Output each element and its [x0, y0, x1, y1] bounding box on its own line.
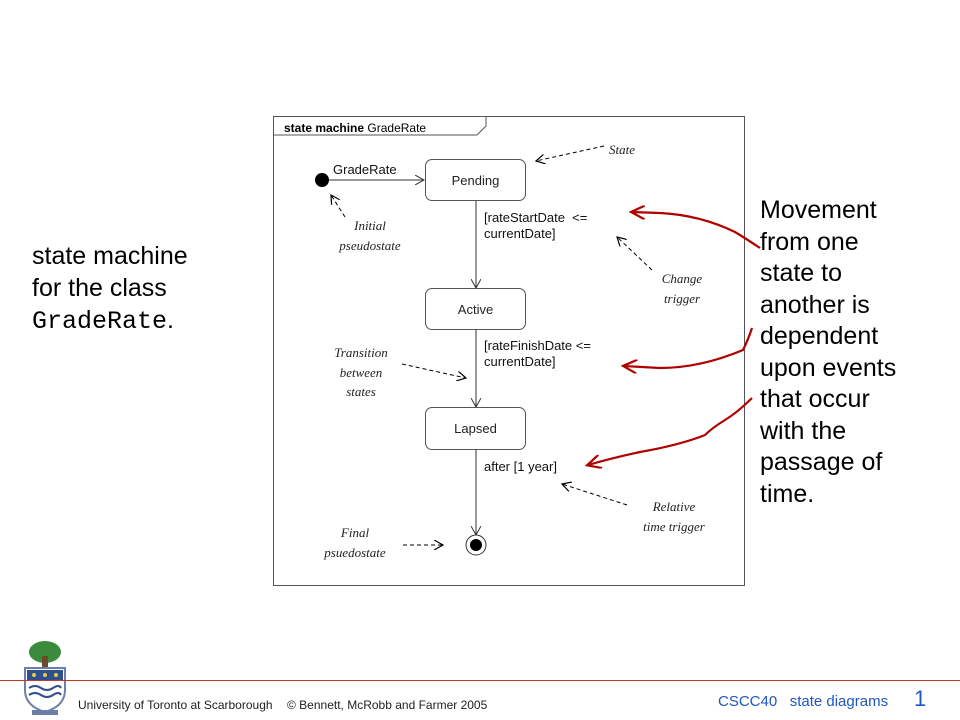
right-caption-line: passage of [760, 448, 883, 476]
right-caption-line: from one [760, 227, 859, 256]
caption-line-3: GradeRate. [32, 304, 188, 338]
footer-rule [0, 680, 960, 681]
note-change-line-2: trigger [663, 290, 701, 306]
left-caption: state machine for the class GradeRate. [32, 240, 188, 338]
state-active: Active [425, 288, 526, 330]
initial-pseudostate [315, 173, 329, 187]
note-state: State [609, 142, 635, 157]
initial-transition-label: GradeRate [333, 162, 397, 177]
right-caption-line: Movement [760, 196, 877, 224]
right-caption-line: upon events [760, 353, 897, 382]
right-caption: Movement from one state to another is de… [760, 195, 896, 510]
university-crest-logo [24, 641, 66, 715]
note-initial-line-1: Initial [354, 218, 386, 233]
red-arrow-1 [632, 212, 761, 249]
right-caption-line: state to [760, 259, 842, 287]
red-arrow-3 [588, 397, 753, 465]
state-pending-label: Pending [451, 172, 500, 188]
note-transition-line-3: states [346, 384, 376, 399]
transition-guard-start: [rateStartDate <= currentDate] [484, 210, 587, 242]
note-initial-line-2: pseudostate [339, 237, 401, 253]
transition-guard-finish: [rateFinishDate <= currentDate] [484, 338, 591, 370]
note-relative-line-2: time trigger [643, 518, 705, 534]
caption-period: . [167, 306, 174, 334]
right-caption-line: time. [760, 479, 815, 508]
note-transition-line-2: between [339, 364, 383, 380]
guard-finish-line-1: [rateFinishDate <= [484, 338, 591, 353]
class-name: GradeRate [32, 307, 168, 336]
frame-tag-border [273, 116, 487, 136]
page-number: 1 [914, 686, 927, 711]
note-final: Final psuedostate [310, 523, 400, 562]
note-relative-trigger: Relative time trigger [626, 497, 722, 536]
red-arrow-2 [624, 327, 754, 368]
state-lapsed: Lapsed [425, 407, 526, 450]
caption-line-2: for the class [32, 274, 167, 302]
note-transition: Transition between states [318, 343, 404, 402]
guard-start-line-2: currentDate] [484, 226, 556, 241]
footer-university: University of Toronto at Scarborough [78, 698, 273, 712]
right-caption-line: another is [760, 290, 870, 319]
state-active-label: Active [457, 301, 494, 317]
note-final-line-1: Final [340, 525, 370, 540]
guard-finish-line-2: currentDate] [484, 354, 556, 369]
frame-tag: state machine GradeRate [284, 121, 426, 135]
footer-course: CSCC40 state diagrams [718, 693, 889, 710]
note-transition-line-1: Transition [334, 345, 388, 360]
footer-copyright: © Bennett, McRobb and Farmer 2005 [287, 698, 488, 712]
transition-time-trigger: after [1 year] [484, 459, 557, 474]
right-caption-line: dependent [760, 322, 879, 350]
note-change-trigger: Change trigger [642, 269, 722, 308]
note-initial: Initial pseudostate [325, 216, 415, 255]
frame-name: GradeRate [367, 121, 427, 135]
guard-start-line-1: [rateStartDate <= [484, 210, 588, 225]
caption-line-1: state machine [32, 242, 188, 270]
state-lapsed-label: Lapsed [454, 421, 497, 436]
note-change-line-1: Change [661, 271, 703, 286]
right-caption-line: with the [760, 416, 847, 445]
note-final-line-2: psuedostate [324, 544, 386, 560]
state-pending: Pending [425, 159, 526, 201]
note-relative-line-1: Relative [652, 499, 696, 514]
diagram-frame [273, 116, 745, 586]
frame-keyword: state machine [284, 121, 365, 135]
right-caption-line: that occur [760, 385, 870, 413]
